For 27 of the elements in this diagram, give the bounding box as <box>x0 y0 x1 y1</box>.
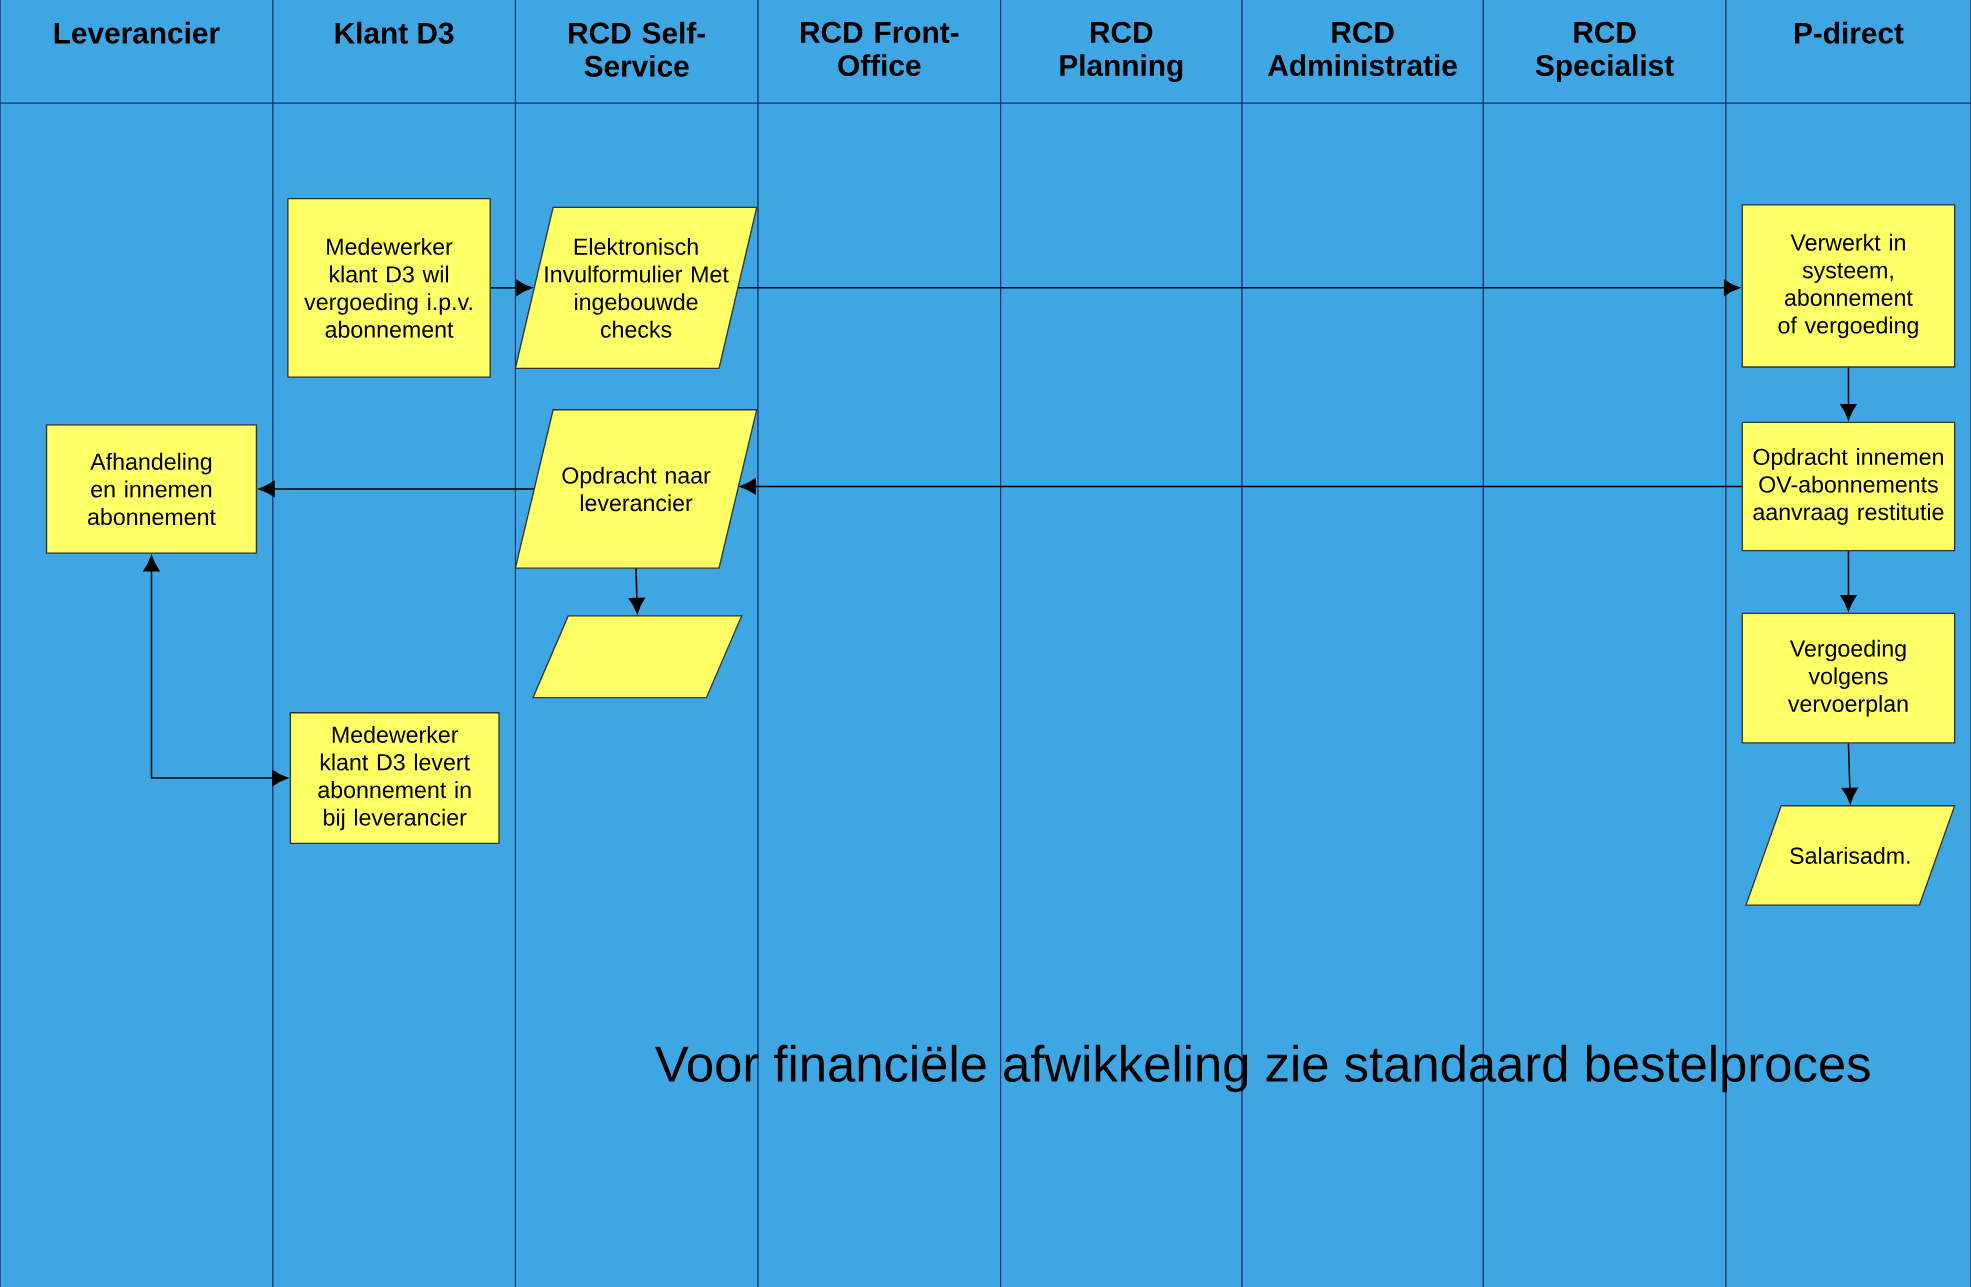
note-text: Voor financiële afwikkeling zie standaard bestelproces <box>655 1044 1870 1093</box>
arrow <box>490 279 533 296</box>
process-box: Vergoeding volgens vervoerplan <box>1741 612 1956 744</box>
arrow <box>739 478 1743 495</box>
lane-header: Leverancier <box>54 21 220 44</box>
arrow <box>737 279 1740 296</box>
arrow <box>1840 366 1857 420</box>
lane-header: P-direct <box>1794 21 1904 44</box>
process-box: Afhandeling en innemen abonnement <box>45 424 258 554</box>
lane-header: RCD Specialist <box>1535 21 1674 82</box>
data-parallelogram: Opdracht naar leverancier <box>514 409 758 569</box>
lane-header: RCD Administratie <box>1268 21 1457 76</box>
process-box: Medewerker klant D3 wil vergoeding i.p.v. abonnement <box>287 197 491 378</box>
arrow <box>258 480 535 497</box>
arrow <box>143 555 289 787</box>
arrow <box>628 567 645 614</box>
arrow <box>1840 550 1857 612</box>
data-parallelogram: Salarisadm. <box>1745 805 1956 906</box>
arrow <box>1841 742 1858 804</box>
process-box: Verwerkt in systeem, abonnement of vergoeding <box>1741 204 1956 368</box>
lane-header: Klant D3 <box>335 21 454 44</box>
data-parallelogram: Elektronisch Invulformulier Met ingebouwde checks <box>514 206 758 369</box>
lane-header: RCD Front-Office <box>801 21 959 76</box>
process-box: Opdracht innemen OV-abonnements aanvraag restitutie <box>1741 421 1956 552</box>
lane-header: RCD Self-Service <box>569 21 706 77</box>
lane-header: RCD Planning <box>1060 21 1183 82</box>
process-box: Medewerker klant D3 levert abonnement in bij leverancier <box>289 712 500 845</box>
